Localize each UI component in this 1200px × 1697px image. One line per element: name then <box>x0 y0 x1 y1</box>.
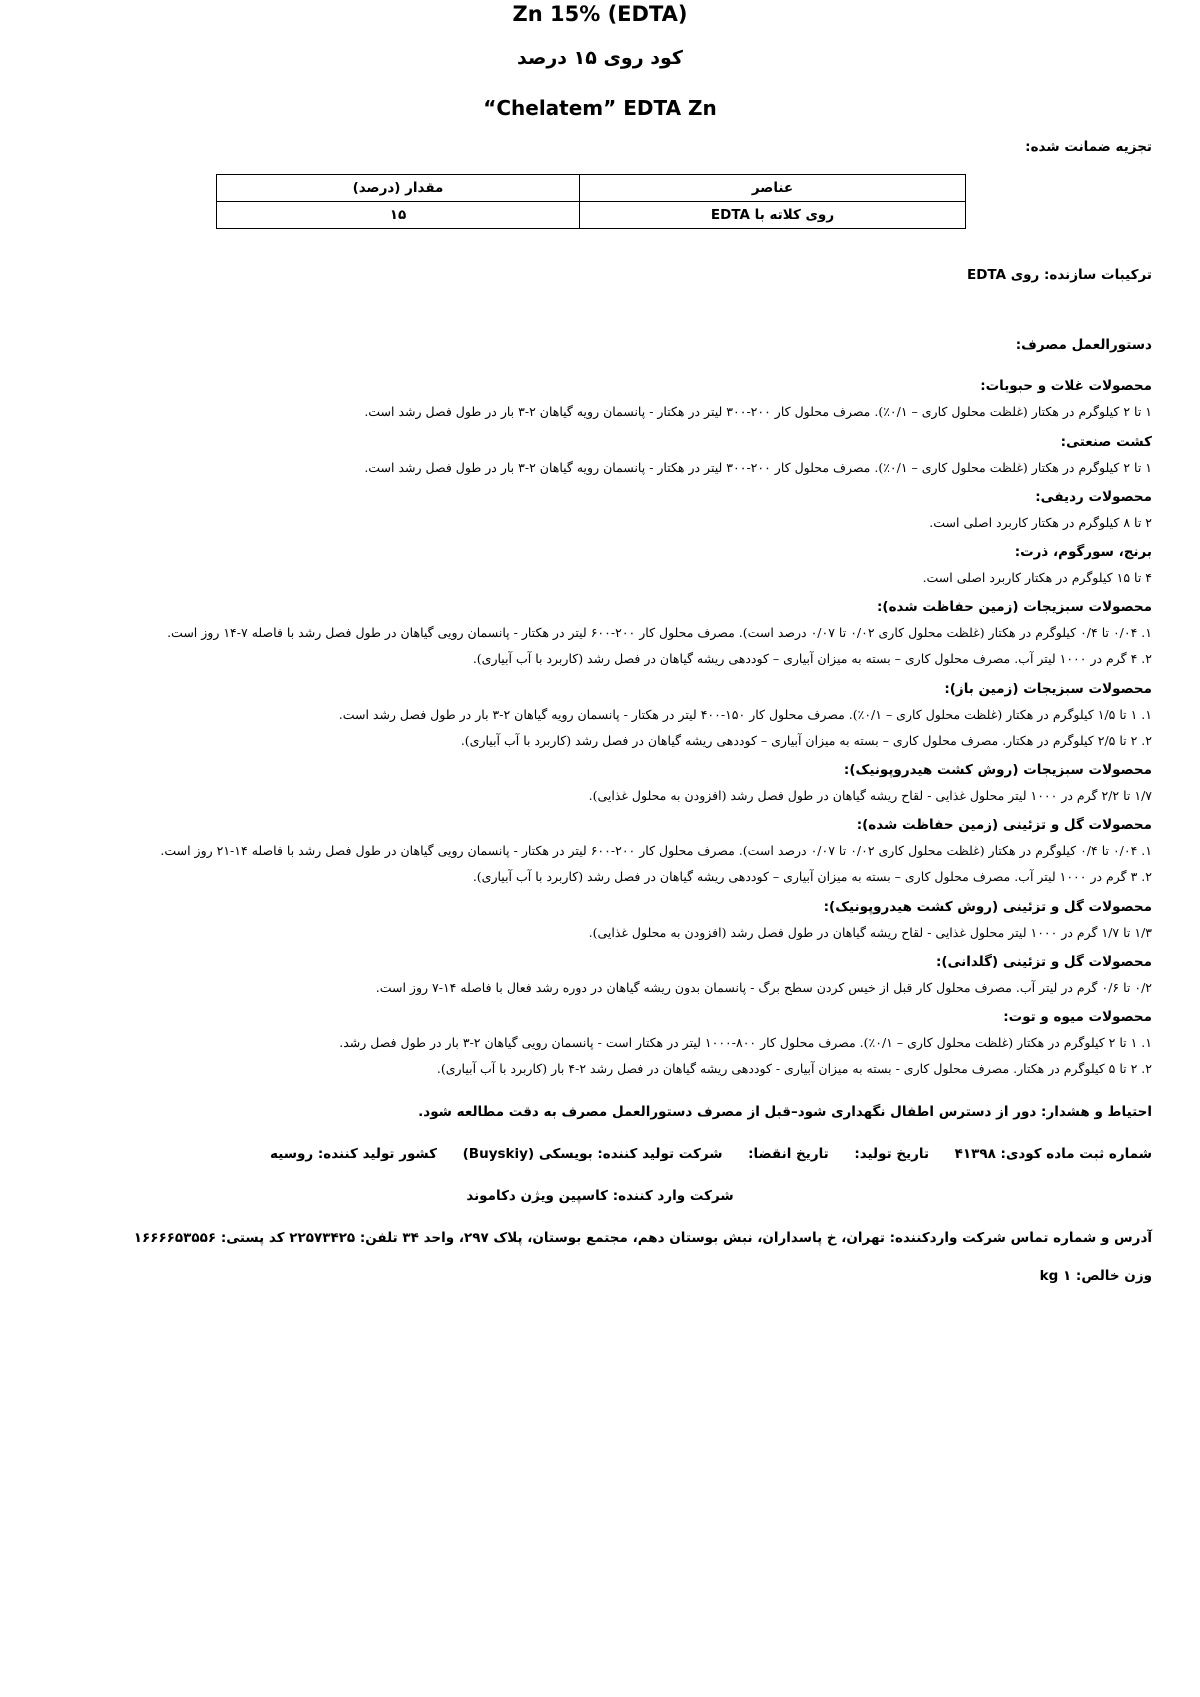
section-heading: برنج، سورگوم، ذرت: <box>1014 544 1152 560</box>
table-header-cell: مقدار (درصد) <box>216 174 580 202</box>
section-line: ۴ تا ۱۵ کیلوگرم در هکتار کاربرد اصلی است… <box>922 570 1152 585</box>
importer: شرکت وارد کننده: کاسپین ویژن دکاموند <box>466 1188 734 1204</box>
section-line: ۱. ۰/۰۴ تا ۰/۴ کیلوگرم در هکتار (غلظت مح… <box>167 625 1152 640</box>
table-header-row: عناصر مقدار (درصد) <box>216 174 966 202</box>
section-line: ۲. ۴ گرم در ۱۰۰۰ لیتر آب. مصرف محلول کار… <box>472 651 1152 666</box>
section-line: ۱. ۰/۰۴ تا ۰/۴ کیلوگرم در هکتار (غلظت مح… <box>160 843 1152 858</box>
section-heading: محصولات غلات و حبوبات: <box>980 378 1152 394</box>
section-line: ۲. ۲ تا ۵ کیلوگرم در هکتار. مصرف محلول ک… <box>436 1061 1152 1076</box>
brand-title: “Chelatem” EDTA Zn <box>483 96 717 120</box>
registration-row: شماره ثبت ماده کودی: ۴۱۳۹۸ تاریخ تولید: … <box>270 1146 1152 1162</box>
section-heading: محصولات گل و تزئینی (گلدانی): <box>935 954 1152 970</box>
manufacturer: شرکت تولید کننده: بویسکی (Buyskiy) <box>462 1146 723 1162</box>
country-of-origin: کشور تولید کننده: روسیه <box>270 1146 438 1162</box>
production-date: تاریخ تولید: <box>854 1146 930 1162</box>
section-line: ۱ تا ۲ کیلوگرم در هکتار (غلظت محلول کاری… <box>364 460 1152 475</box>
section-line: ۱/۳ تا ۱/۷ گرم در ۱۰۰۰ لیتر محلول غذایی … <box>588 925 1152 940</box>
table-row: روی کلاته با EDTA ۱۵ <box>216 201 966 229</box>
section-heading: محصولات میوه و توت: <box>1003 1009 1152 1025</box>
section-line: ۲. ۳ گرم در ۱۰۰۰ لیتر آب. مصرف محلول کار… <box>472 869 1152 884</box>
ingredients: ترکیبات سازنده: روی EDTA <box>966 267 1152 283</box>
guaranteed-analysis-label: تجزیه ضمانت شده: <box>1025 139 1152 155</box>
title-fa: کود روی ۱۵ درصد <box>517 47 683 69</box>
section-heading: محصولات گل و تزئینی (روش کشت هیدروپونیک)… <box>823 899 1152 915</box>
section-heading: محصولات سبزیجات (روش کشت هیدروپونیک): <box>843 762 1152 778</box>
section-line: ۱ تا ۲ کیلوگرم در هکتار (غلظت محلول کاری… <box>364 404 1152 419</box>
registration-number: شماره ثبت ماده کودی: ۴۱۳۹۸ <box>954 1146 1152 1162</box>
section-line: ۲ تا ۸ کیلوگرم در هکتار کاربرد اصلی است. <box>929 515 1152 530</box>
section-line: ۱/۷ تا ۲/۲ گرم در ۱۰۰۰ لیتر محلول غذایی … <box>588 788 1152 803</box>
importer-address: آدرس و شماره تماس شرکت واردکننده: تهران،… <box>133 1230 1152 1246</box>
expiry-date: تاریخ انقضا: <box>748 1146 829 1162</box>
section-heading: محصولات ردیفی: <box>1035 489 1152 505</box>
section-heading: محصولات گل و تزئینی (زمین حفاظت شده): <box>856 817 1152 833</box>
section-heading: محصولات سبزیجات (زمین حفاظت شده): <box>877 599 1152 615</box>
title-en: Zn 15% (EDTA) <box>512 2 688 26</box>
section-line: ۱. ۱ تا ۲ کیلوگرم در هکتار (غلظت محلول ک… <box>339 1035 1152 1050</box>
section-heading: محصولات سبزیجات (زمین باز): <box>944 681 1152 697</box>
section-heading: کشت صنعتی: <box>1060 434 1152 450</box>
section-line: ۰/۲ تا ۰/۶ گرم در لیتر آب. مصرف محلول کا… <box>375 980 1152 995</box>
instructions-label: دستورالعمل مصرف: <box>1015 337 1152 353</box>
section-line: ۲. ۲ تا ۲/۵ کیلوگرم در هکتار. مصرف محلول… <box>460 733 1152 748</box>
table-header-cell: عناصر <box>579 174 966 202</box>
composition-table: عناصر مقدار (درصد) روی کلاته با EDTA ۱۵ <box>216 174 966 229</box>
table-cell: روی کلاته با EDTA <box>579 201 966 229</box>
warning: احتیاط و هشدار: دور از دسترس اطفال نگهدا… <box>418 1104 1152 1120</box>
table-cell: ۱۵ <box>216 201 580 229</box>
section-line: ۱. ۱ تا ۱/۵ کیلوگرم در هکتار (غلظت محلول… <box>338 707 1152 722</box>
net-weight: وزن خالص: ۱ kg <box>1039 1268 1152 1284</box>
